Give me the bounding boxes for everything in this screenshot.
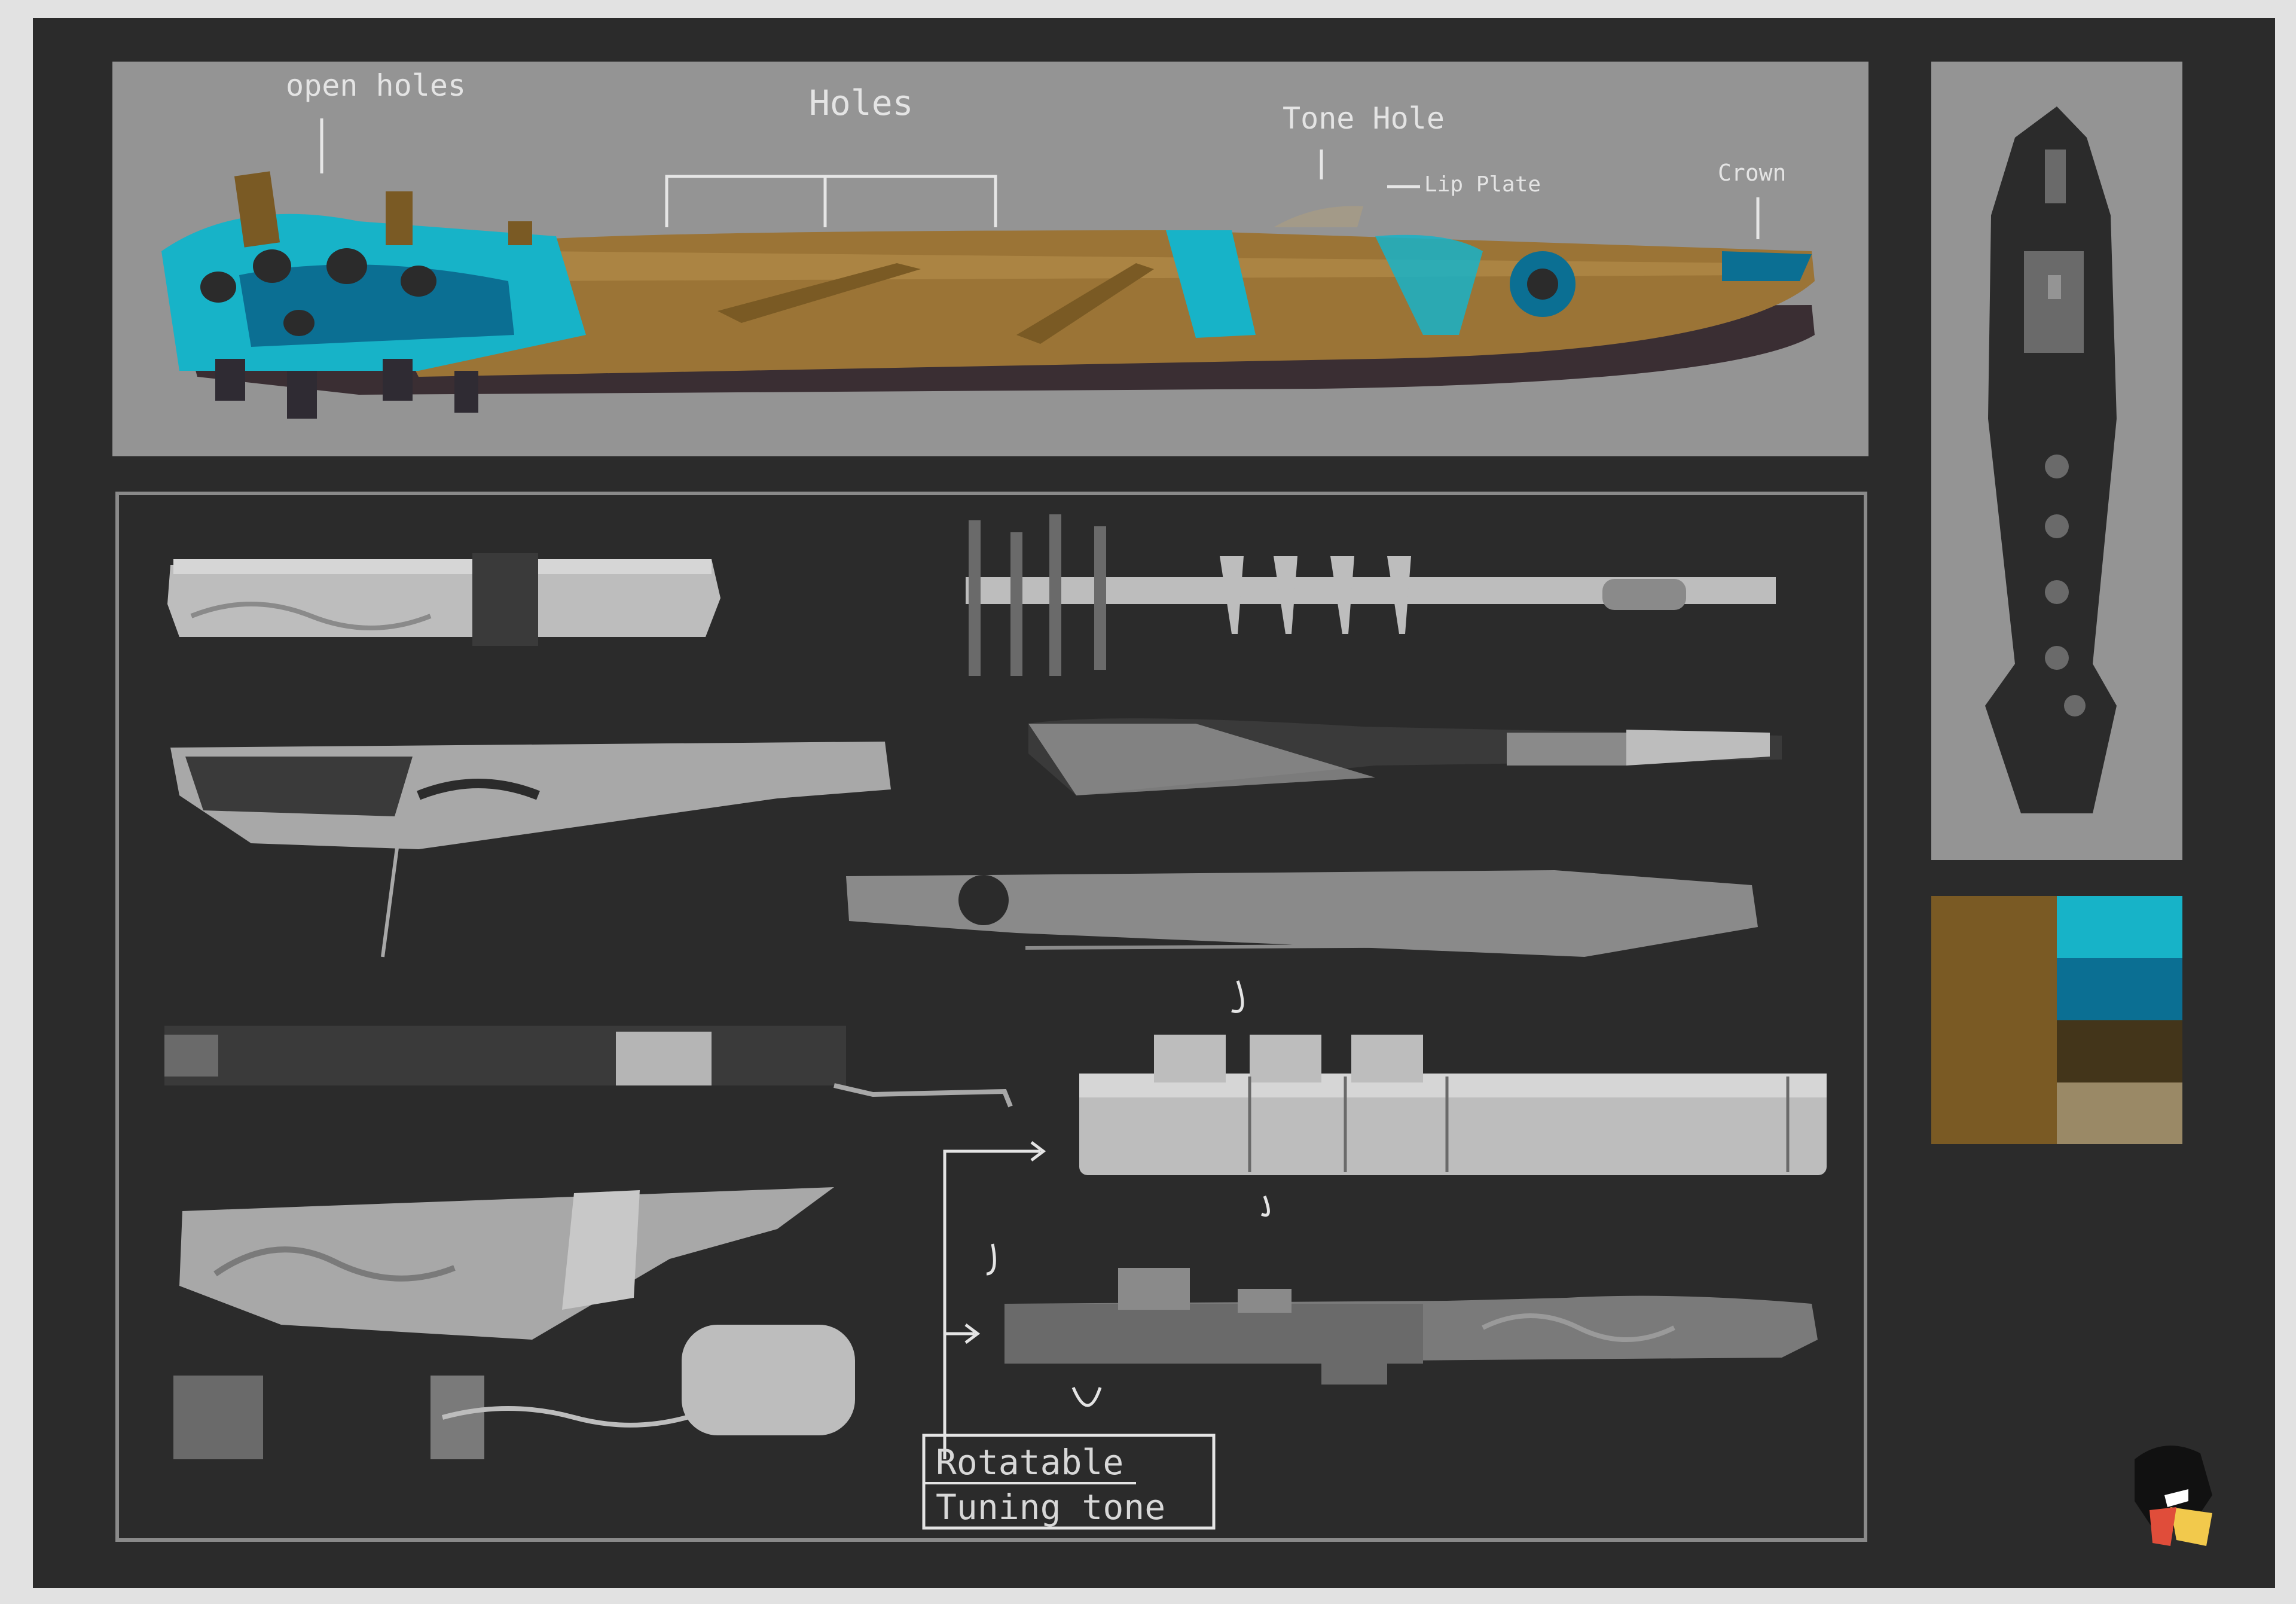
sketch-flute-5 [173, 1325, 855, 1459]
side-view-details [2024, 150, 2086, 716]
rotatable-note-box: Rotatable Tuning tone [922, 1434, 1216, 1530]
sketch-flute-6 [966, 514, 1776, 676]
sketch-flute-4 [179, 1187, 834, 1340]
palette-swatch-cyan [2057, 896, 2182, 958]
label-tone-hole: Tone Hole [1283, 101, 1445, 136]
label-crown: Crown [1718, 160, 1786, 186]
sketch-flute-7 [1028, 718, 1782, 795]
annotation-lines [320, 118, 1760, 239]
sketch-panel: Rotatable Tuning tone [115, 492, 1867, 1542]
palette-swatch-tan [2057, 1082, 2182, 1144]
label-open-holes: open holes [286, 68, 466, 103]
palette-swatch-dark-brown [2057, 1020, 2182, 1082]
palette-swatch-brown [1931, 896, 2057, 1144]
sketch-flute-10 [1004, 1268, 1818, 1385]
rotatable-note-line2: Tuning tone [936, 1487, 1165, 1527]
color-palette [1931, 896, 2182, 1144]
sketch-flute-1 [167, 553, 720, 646]
hero-flute-illustration [161, 171, 1815, 419]
sketch-flute-3 [164, 1026, 1013, 1108]
rotatable-note-line1: Rotatable [936, 1442, 1123, 1483]
sketch-flute-2 [170, 742, 891, 957]
sketch-flute-9 [1079, 1035, 1827, 1175]
palette-swatch-teal [2057, 958, 2182, 1020]
sketch-flute-8 [846, 870, 1758, 957]
label-holes: Holes [809, 83, 914, 123]
connector-arrows [943, 980, 1270, 1459]
side-view-panel [1931, 62, 2182, 860]
artist-logo-icon [2135, 1446, 2212, 1546]
hero-panel: open holes Holes Tone Hole Lip Plate Cro… [112, 62, 1868, 456]
label-lip-plate: Lip Plate [1424, 172, 1541, 197]
